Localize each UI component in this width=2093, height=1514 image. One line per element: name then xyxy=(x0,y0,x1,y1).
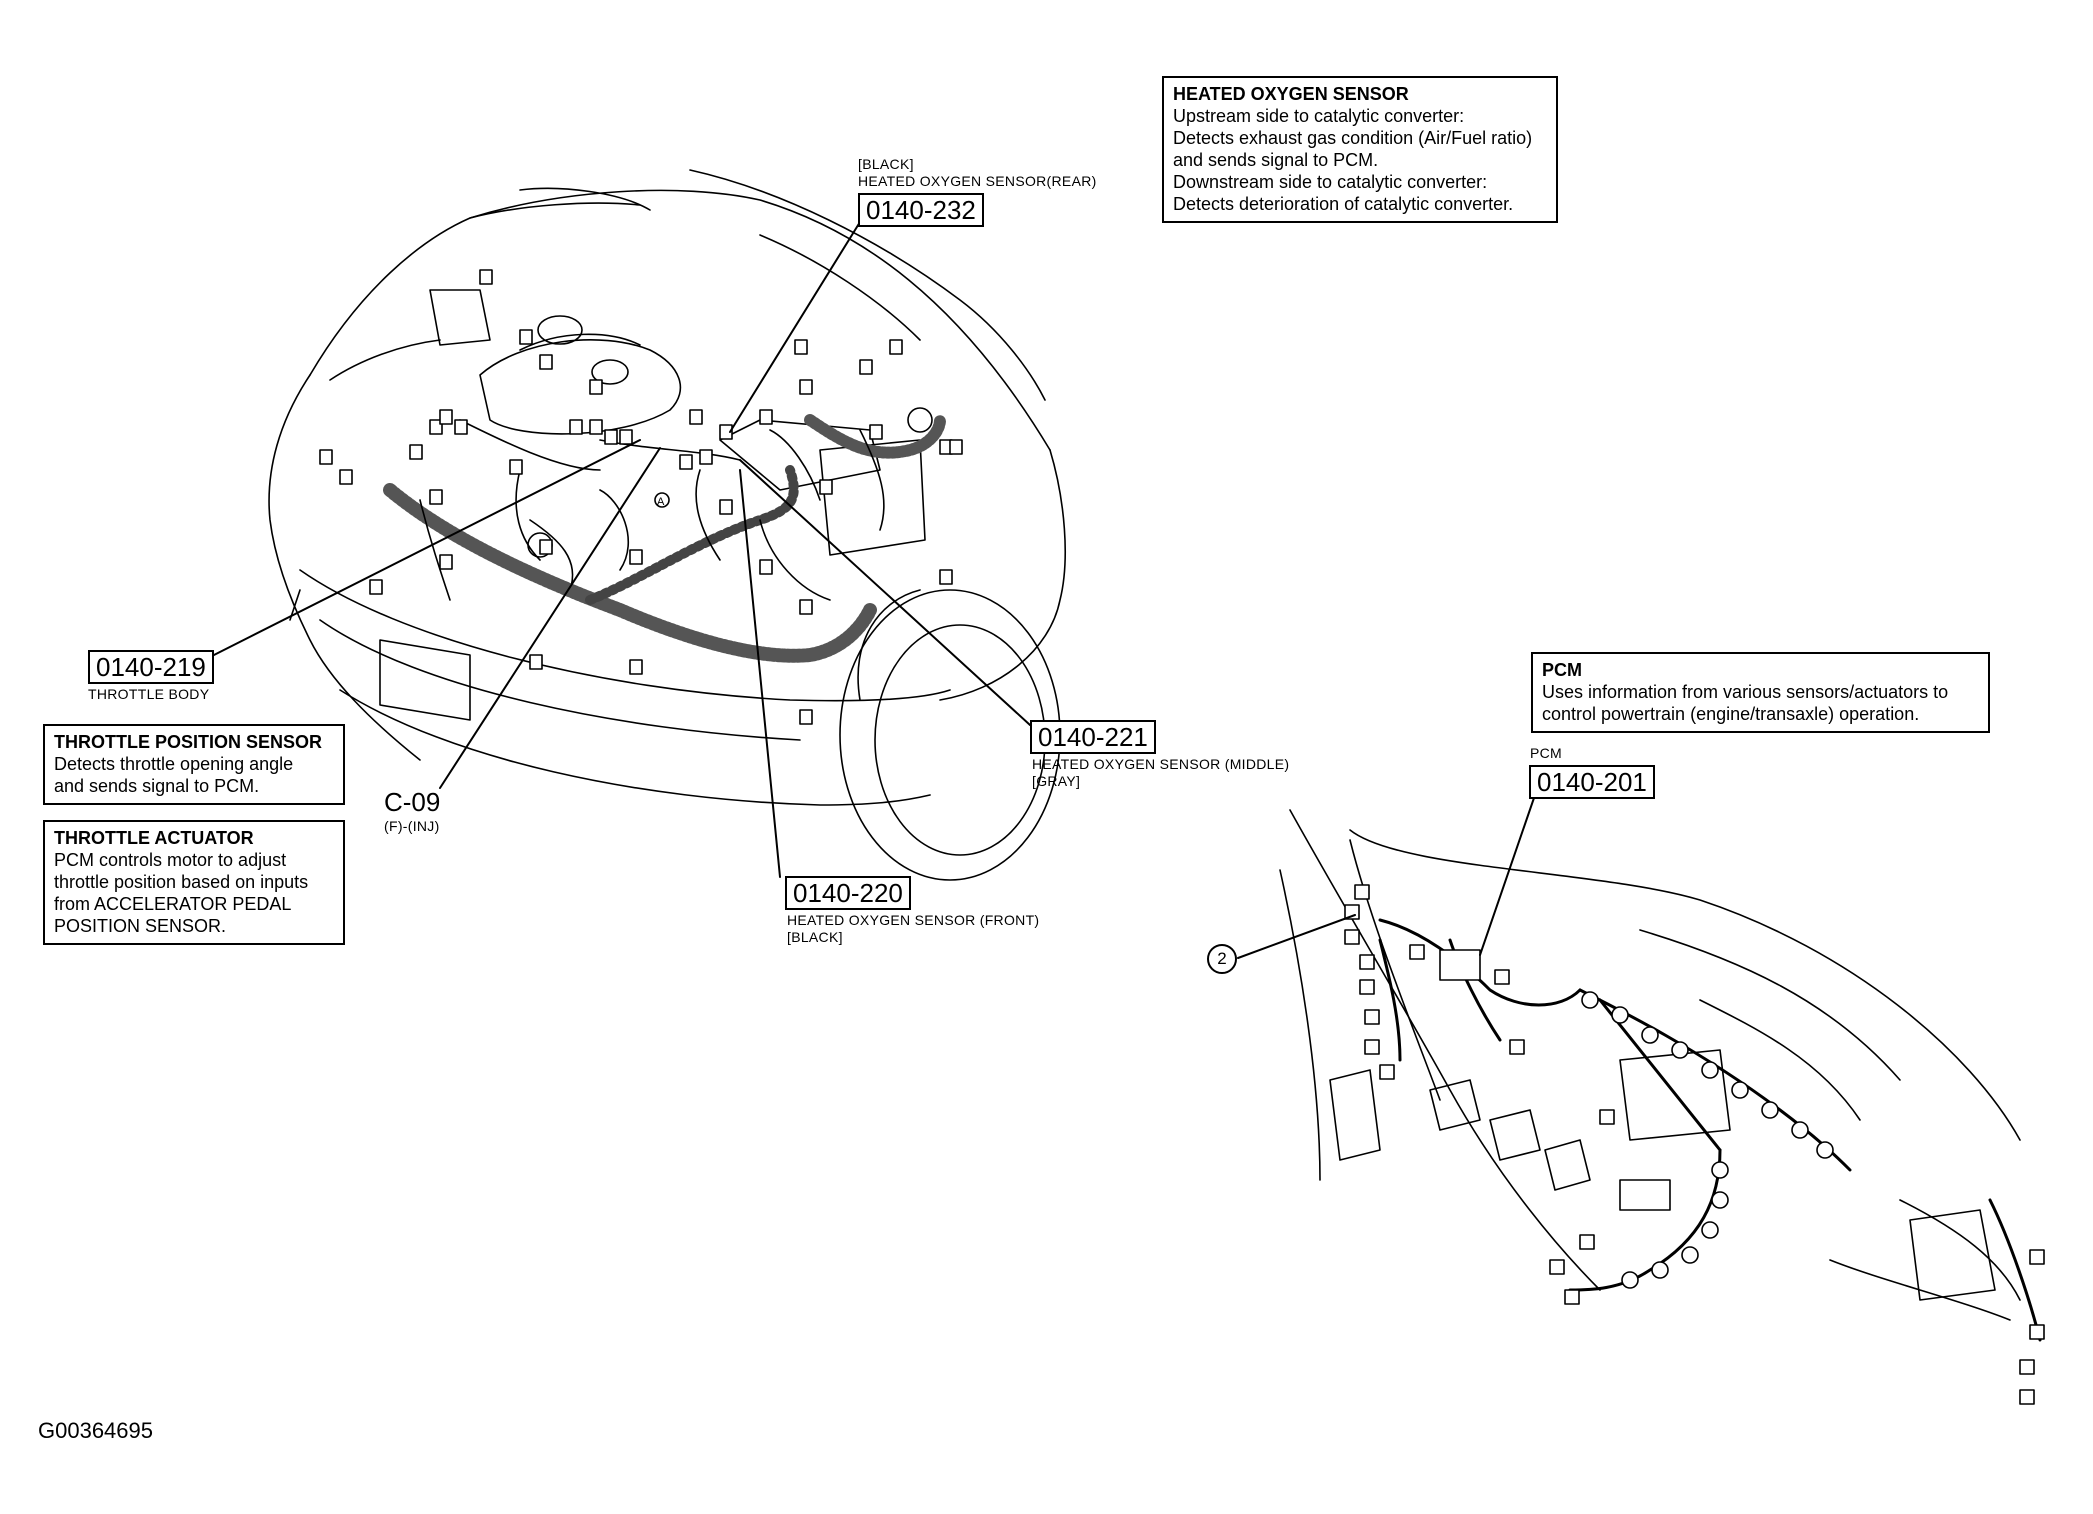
callout-marker: 2 xyxy=(1207,944,1237,974)
o2-front-name-label: HEATED OXYGEN SENSOR (FRONT) xyxy=(787,912,1040,928)
info-line: throttle position based on inputs xyxy=(54,872,309,892)
connector-code-pcm: 0140-201 xyxy=(1529,765,1655,799)
info-line: Detects exhaust gas condition (Air/Fuel … xyxy=(1173,128,1533,148)
info-line: Detects deterioration of catalytic conve… xyxy=(1173,194,1514,214)
info-line: PCM controls motor to adjust xyxy=(54,850,287,870)
connector-code-o2-rear: 0140-232 xyxy=(858,193,984,227)
throttle-actuator-info-title: THROTTLE ACTUATOR xyxy=(54,828,254,848)
heated-oxygen-sensor-info-box: HEATED OXYGEN SENSOR Upstream side to ca… xyxy=(1162,76,1558,223)
dash-outline xyxy=(1279,809,2021,1321)
joint-connector-sub: (F)-(INJ) xyxy=(384,818,440,834)
info-line: and sends signal to PCM. xyxy=(1173,150,1379,170)
dash-harness xyxy=(1378,918,2042,1342)
throttle-body-label: THROTTLE BODY xyxy=(88,686,210,702)
o2-front-color-label: [BLACK] xyxy=(787,929,843,945)
throttle-position-sensor-info-box: THROTTLE POSITION SENSOR Detects throttl… xyxy=(43,724,345,805)
engine-connectors xyxy=(319,269,963,725)
throttle-actuator-info-box: THROTTLE ACTUATOR PCM controls motor to … xyxy=(43,820,345,945)
o2-rear-name-label: HEATED OXYGEN SENSOR(REAR) xyxy=(858,173,1097,189)
o2-middle-name-label: HEATED OXYGEN SENSOR (MIDDLE) xyxy=(1032,756,1290,772)
joint-connector-code: C-09 xyxy=(384,787,441,817)
svg-text:A: A xyxy=(657,496,665,508)
info-line: control powertrain (engine/transaxle) op… xyxy=(1542,704,1920,724)
throttle-position-sensor-info-title: THROTTLE POSITION SENSOR xyxy=(54,732,323,752)
o2-rear-color-label: [BLACK] xyxy=(858,156,914,172)
info-line: and sends signal to PCM. xyxy=(54,776,260,796)
info-line: Detects throttle opening angle xyxy=(54,754,294,774)
info-line: Uses information from various sensors/ac… xyxy=(1542,682,1949,702)
info-line: Upstream side to catalytic converter: xyxy=(1173,106,1465,126)
info-line: POSITION SENSOR. xyxy=(54,916,227,936)
info-line: Downstream side to catalytic converter: xyxy=(1173,172,1488,192)
pcm-label: PCM xyxy=(1530,745,1563,761)
car-body-outline xyxy=(268,169,1066,881)
info-line: from ACCELERATOR PEDAL xyxy=(54,894,292,914)
leader-lines xyxy=(209,221,1536,959)
dash-connectors xyxy=(1344,884,2045,1405)
engine-harness xyxy=(383,414,946,663)
o2-middle-color-label: [GRAY] xyxy=(1032,773,1081,789)
connector-code-o2-front: 0140-220 xyxy=(785,876,911,910)
pcm-info-title: PCM xyxy=(1542,660,1582,680)
pcm-info-box: PCM Uses information from various sensor… xyxy=(1531,652,1990,733)
connector-code-o2-middle: 0140-221 xyxy=(1030,720,1156,754)
connector-code-throttle: 0140-219 xyxy=(88,650,214,684)
engine-components: A xyxy=(429,289,933,591)
heated-oxygen-sensor-info-title: HEATED OXYGEN SENSOR xyxy=(1173,84,1409,104)
figure-id: G00364695 xyxy=(38,1418,153,1443)
